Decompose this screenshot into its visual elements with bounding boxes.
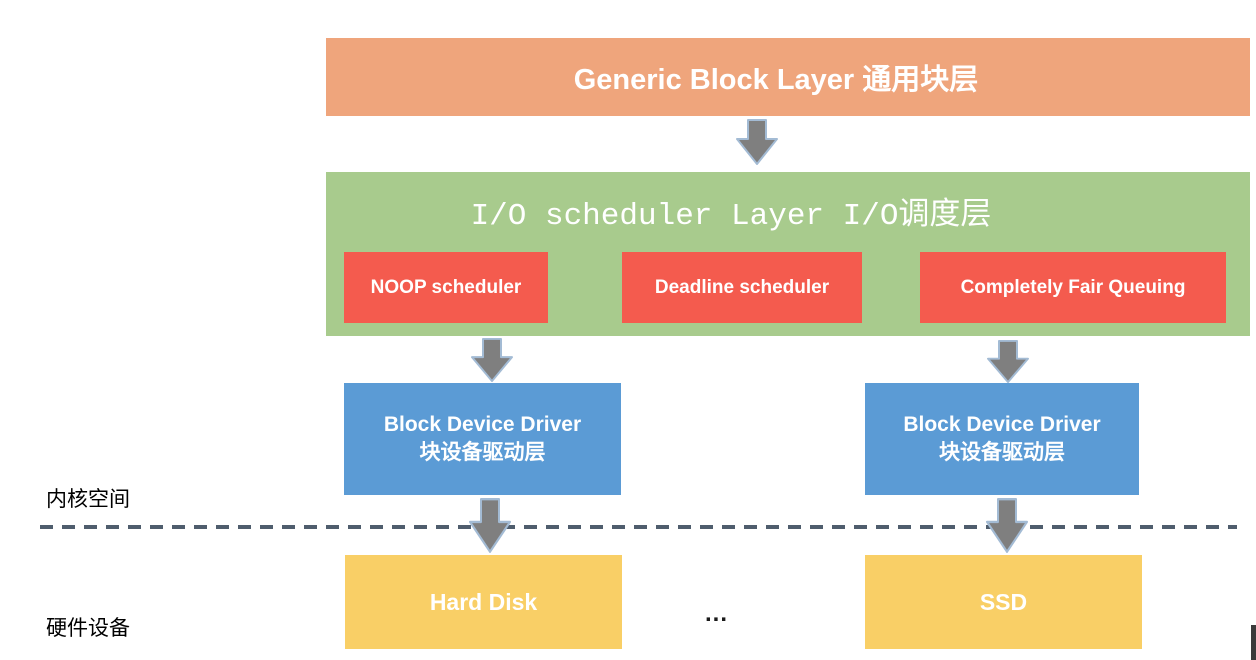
block-device-driver-box-right: Block Device Driver 块设备驱动层	[865, 383, 1139, 495]
kernel-space-label: 内核空间	[46, 487, 130, 511]
deadline-scheduler-box: Deadline scheduler	[622, 252, 862, 323]
cfq-scheduler-label: Completely Fair Queuing	[960, 276, 1186, 298]
noop-scheduler-box: NOOP scheduler	[344, 252, 548, 323]
driver-label-en: Block Device Driver	[903, 412, 1101, 436]
down-arrow-icon	[987, 340, 1029, 383]
driver-label-zh: 块设备驱动层	[419, 441, 546, 464]
block-device-driver-box-left: Block Device Driver 块设备驱动层	[344, 383, 621, 495]
down-arrow-icon	[471, 338, 513, 382]
cursor-bar	[1251, 625, 1256, 660]
down-arrow-icon	[986, 498, 1028, 553]
deadline-scheduler-label: Deadline scheduler	[654, 276, 830, 298]
generic-block-layer-box: Generic Block Layer 通用块层	[326, 38, 1250, 116]
generic-block-layer-label: Generic Block Layer 通用块层	[573, 64, 979, 96]
ssd-label: SSD	[979, 588, 1028, 615]
driver-label-zh: 块设备驱动层	[939, 441, 1065, 464]
hard-disk-label: Hard Disk	[429, 588, 538, 615]
down-arrow-icon	[469, 498, 511, 553]
hard-disk-box: Hard Disk	[345, 555, 622, 649]
hardware-device-label: 硬件设备	[46, 616, 130, 640]
kernel-hardware-boundary-line	[40, 525, 1237, 529]
driver-label-en: Block Device Driver	[383, 412, 582, 436]
cfq-scheduler-box: Completely Fair Queuing	[920, 252, 1226, 323]
more-devices-ellipsis: ...	[705, 600, 729, 627]
down-arrow-icon	[736, 119, 778, 165]
io-scheduler-layer-label: I/O scheduler Layer I/O调度层	[470, 199, 992, 234]
ssd-box: SSD	[865, 555, 1142, 649]
noop-scheduler-label: NOOP scheduler	[370, 276, 522, 298]
